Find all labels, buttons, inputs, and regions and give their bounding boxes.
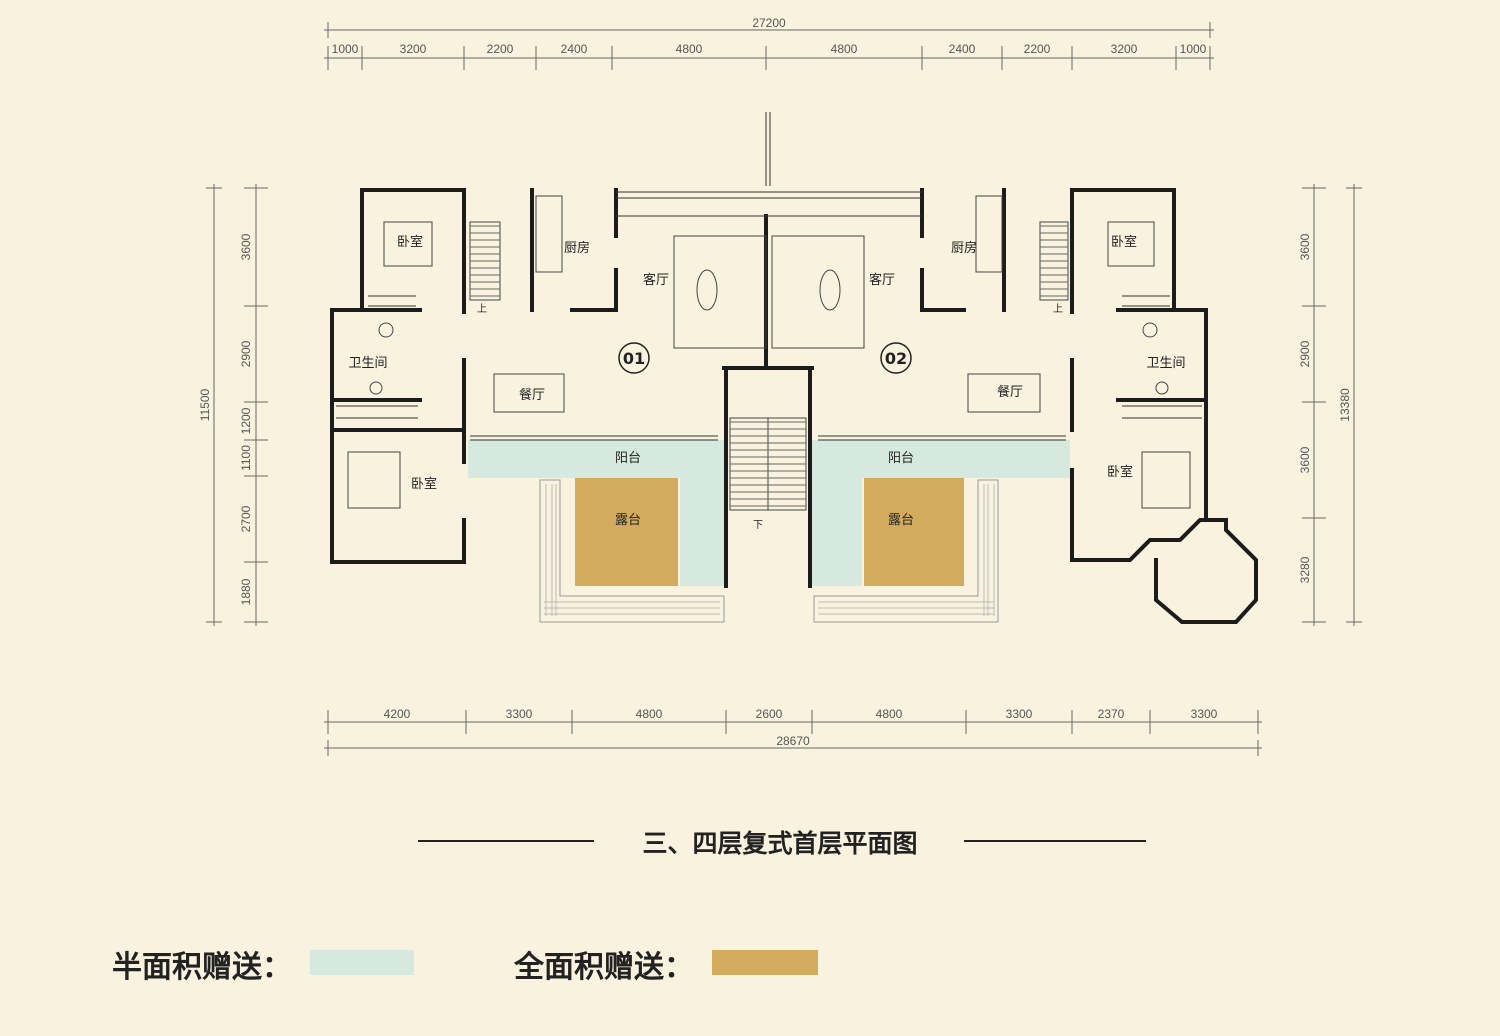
top-dim-label: 4800: [831, 42, 858, 56]
room-labels: 卧室 厨房 客厅 卫生间 餐厅 卧室 阳台 露台 厨房 客厅 卧室 卫生间 餐厅…: [348, 234, 1185, 531]
stair-treads: [470, 225, 1068, 507]
bottom-dim-label: 4800: [636, 707, 663, 721]
legend-half-area-swatch: [310, 950, 414, 975]
bed-icon: [347, 451, 401, 509]
top-dim-label: 1000: [1180, 42, 1207, 56]
sink-icon: [369, 381, 383, 395]
sofa-icon: [673, 235, 767, 349]
top-dim-label: 2400: [949, 42, 976, 56]
dining-table-icon: [967, 373, 1041, 413]
left-dim-label: 1100: [239, 445, 253, 471]
room-label-dining: 餐厅: [997, 384, 1023, 400]
room-label-kitchen: 厨房: [564, 240, 590, 256]
bottom-dim-label: 3300: [1191, 707, 1218, 721]
room-label-terrace: 露台: [615, 513, 641, 528]
furniture: [347, 195, 1191, 509]
half-area-zones: [468, 440, 1070, 586]
stair-up-label: 上: [477, 303, 487, 315]
bottom-dim-label: 3300: [1006, 707, 1033, 721]
dining-table-icon: [493, 373, 565, 413]
kitchen-counter-icon: [535, 195, 563, 273]
room-label-balcony: 阳台: [888, 451, 914, 466]
left-dim-label: 1200: [239, 407, 253, 434]
windows: [336, 112, 1202, 441]
kitchen-counter-icon: [975, 195, 1003, 273]
toilet-icon: [1142, 322, 1158, 338]
top-dim-label: 2400: [561, 42, 588, 56]
bed-icon: [1107, 221, 1155, 267]
top-dim-label: 1000: [332, 42, 359, 56]
toilet-icon: [378, 322, 394, 338]
legend-half-area-label: 半面积赠送：: [112, 950, 292, 985]
top-dim-label: 4800: [676, 42, 703, 56]
room-label-bedroom: 卧室: [1107, 464, 1133, 480]
room-label-living: 客厅: [643, 272, 669, 288]
bed-icon: [383, 221, 433, 267]
room-label-bedroom: 卧室: [1111, 234, 1137, 250]
unit-02-marker: [880, 342, 912, 374]
page-title: 三、四层复式首层平面图: [642, 829, 918, 858]
title-rule-right: [964, 840, 1146, 842]
dimension-lines: [206, 22, 1362, 756]
coffee-table-icon: [696, 269, 718, 311]
right-dim-label: 2900: [1298, 340, 1312, 367]
walls: [330, 188, 1258, 624]
terrace-02-area: [864, 478, 964, 586]
left-dim-label: 1880: [239, 578, 253, 605]
stair-up-label: 上: [1053, 303, 1063, 315]
top-dim-label: 3200: [400, 42, 427, 56]
sink-icon: [1155, 381, 1169, 395]
sofa-icon: [771, 235, 865, 349]
legend-full-area-label: 全面积赠送：: [514, 950, 694, 985]
legend-full-area: 全面积赠送：: [514, 940, 824, 985]
balcony-02-lower: [812, 478, 862, 586]
top-dim-label: 2200: [487, 42, 514, 56]
top-dim-total-label: 27200: [752, 16, 786, 30]
room-label-bedroom: 卧室: [397, 234, 423, 250]
bed-icon: [1141, 451, 1191, 509]
right-dim-label: 3600: [1298, 446, 1312, 473]
balcony-01-area: [468, 440, 724, 478]
bottom-dim-label: 4200: [384, 707, 411, 721]
stair-down-label: 下: [753, 520, 763, 531]
unit-02-label: 02: [885, 349, 907, 368]
bottom-dim-label: 2600: [756, 707, 783, 721]
bottom-dim-label: 4800: [876, 707, 903, 721]
unit-01-marker: [618, 342, 650, 374]
left-dim-label: 2700: [239, 505, 253, 532]
left-dim-total-label: 11500: [198, 388, 212, 421]
right-dim-label: 3280: [1298, 556, 1312, 583]
title-rule-left: [418, 840, 594, 842]
coffee-table-icon: [819, 269, 841, 311]
plan-title-block: 三、四层复式首层平面图: [0, 822, 1500, 862]
bottom-dim-label: 3300: [506, 707, 533, 721]
room-label-kitchen: 厨房: [951, 240, 977, 256]
balcony-01-lower: [680, 478, 724, 586]
left-dim-label: 3600: [239, 233, 253, 260]
full-area-zones: [575, 478, 964, 586]
room-label-bathroom: 卫生间: [1146, 356, 1185, 371]
terrace-01-area: [575, 478, 678, 586]
balcony-02-area: [812, 440, 1070, 478]
room-label-balcony: 阳台: [615, 451, 641, 466]
room-label-bedroom: 卧室: [411, 476, 437, 492]
top-dim-label: 3200: [1111, 42, 1138, 56]
unit-markers: 01 02: [618, 342, 912, 374]
right-dim-label: 3600: [1298, 233, 1312, 260]
room-label-bathroom: 卫生间: [348, 356, 387, 371]
unit-01-label: 01: [623, 349, 645, 368]
room-label-terrace: 露台: [888, 513, 914, 528]
right-dim-total-label: 13380: [1338, 388, 1352, 422]
bottom-dim-label: 2370: [1098, 707, 1125, 721]
terrace-surrounds: [539, 479, 999, 623]
legend-full-area-swatch: [712, 950, 818, 975]
top-dim-label: 2200: [1024, 42, 1051, 56]
room-label-living: 客厅: [869, 272, 895, 288]
bottom-dim-total-label: 28670: [776, 734, 810, 748]
left-dim-label: 2900: [239, 340, 253, 367]
legend-half-area: 半面积赠送：: [112, 940, 422, 985]
room-label-dining: 餐厅: [519, 387, 545, 403]
